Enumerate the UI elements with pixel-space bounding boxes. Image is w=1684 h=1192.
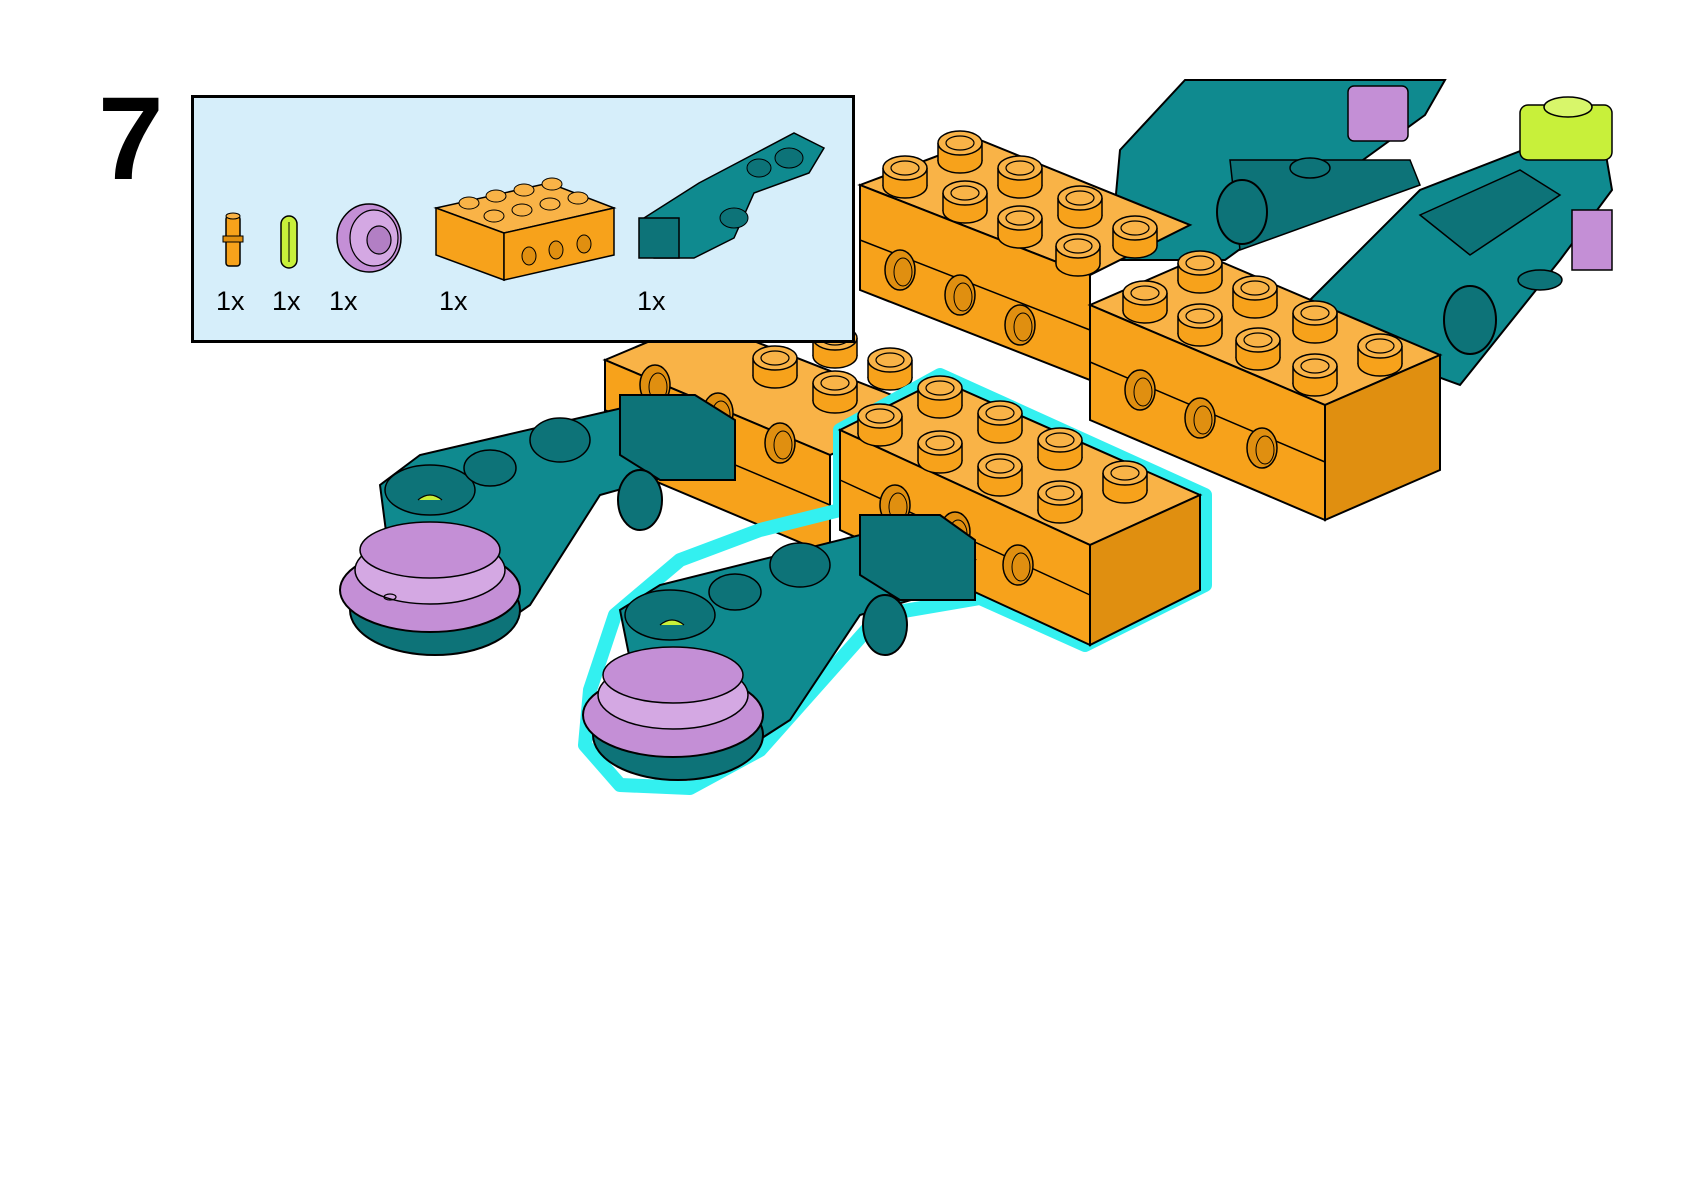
back-steering-arm-right — [1309, 96, 1614, 387]
pulley-wheel-lavender-icon — [336, 203, 402, 273]
steering-arm-teal-icon — [638, 132, 826, 259]
step-number: 7 — [98, 73, 164, 205]
part-quantity: 1x — [439, 286, 468, 316]
brick-orange-icon — [433, 177, 617, 282]
axle-lime-icon — [280, 215, 298, 269]
orange-brick-back-right — [1087, 250, 1443, 522]
parts-list-box: 1x 1x 1x 1x 1x — [191, 95, 855, 343]
part-quantity: 1x — [216, 286, 245, 316]
part-quantity: 1x — [637, 286, 666, 316]
new-parts-highlight — [578, 368, 1212, 795]
back-steering-arm-left — [1108, 79, 1447, 261]
part-quantity: 1x — [329, 286, 358, 316]
part-quantity: 1x — [272, 286, 301, 316]
steering-arm-left-assembly — [339, 394, 736, 656]
orange-brick-back-left — [857, 130, 1193, 382]
parts-list-illustrations — [222, 132, 826, 282]
axle-pin-orange-icon — [222, 212, 244, 267]
